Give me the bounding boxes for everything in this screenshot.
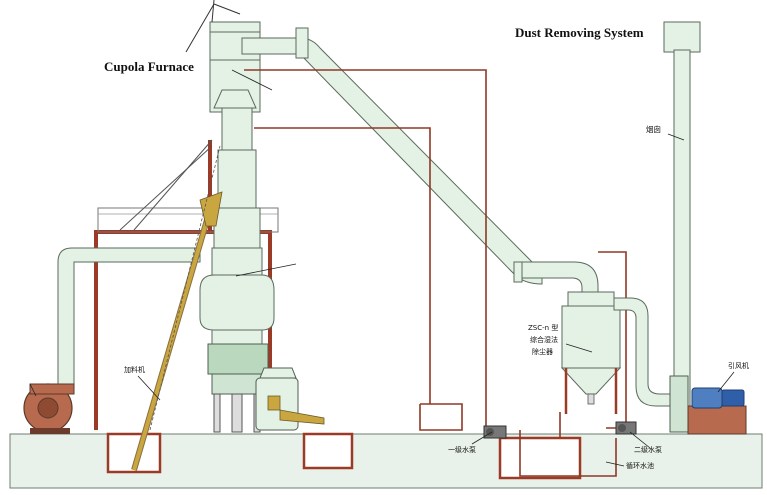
- flue-duct: [241, 27, 599, 297]
- label-scrubber-model: ZSC-n 型: [528, 323, 558, 332]
- induced-fan: [687, 387, 747, 435]
- label-charger: 加料机: [124, 365, 145, 374]
- label-induced-fan: 引风机: [728, 361, 749, 370]
- chimney: [663, 21, 701, 433]
- label-circulating-pool: 循环水池: [626, 461, 654, 470]
- label-pump-stage2: 二级水泵: [634, 445, 662, 454]
- pump-stage1: [483, 425, 507, 439]
- cupola-furnace: [185, 0, 275, 433]
- ground-slab: [9, 432, 763, 489]
- pump-stage2: [615, 421, 637, 435]
- water-piping: [244, 69, 627, 477]
- combustion-fan: [23, 247, 201, 434]
- skip-charger: [119, 139, 223, 471]
- label-chimney: 烟囱: [646, 124, 661, 134]
- circulating-pool: [498, 436, 582, 480]
- label-pump-stage1: 一级水泵: [448, 445, 476, 454]
- zsc-scrubber: [560, 291, 687, 414]
- label-scrubber-type: 综合湿法: [530, 335, 558, 344]
- label-scrubber-name: 除尘器: [532, 347, 553, 356]
- label-dust-removing-system: Dust Removing System: [515, 25, 644, 40]
- label-cupola-furnace: Cupola Furnace: [104, 59, 194, 74]
- forehearth: [255, 367, 325, 431]
